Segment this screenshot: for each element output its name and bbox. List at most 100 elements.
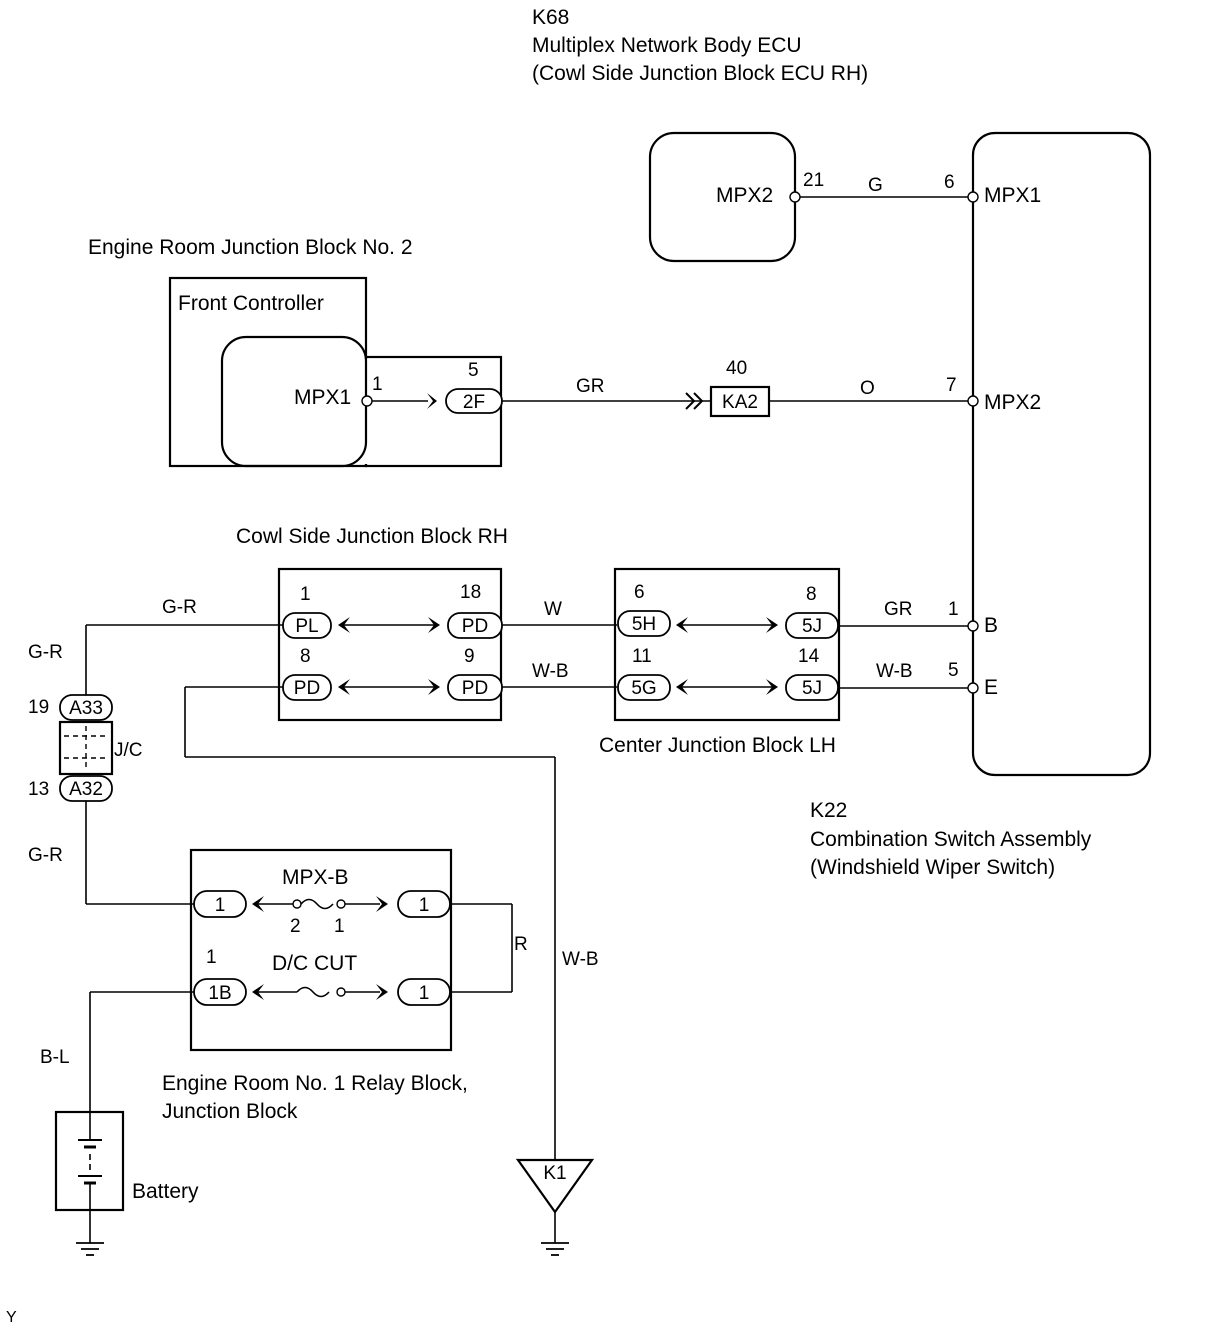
wire-g-label: G	[868, 175, 883, 196]
ka2-chevrons	[685, 392, 704, 410]
k22-pin-6-label: 6	[944, 172, 955, 193]
k68-terminal-mpx2: MPX2	[716, 184, 773, 207]
connector-5h-label: 5H	[632, 614, 656, 635]
center-jb-box	[613, 567, 841, 722]
footer-mark: Y	[6, 1309, 17, 1326]
connector-5g	[617, 674, 671, 701]
engine-room-jb2-title: Engine Room Junction Block No. 2	[88, 236, 413, 259]
mpxb-left-connector-label: 1	[215, 895, 226, 916]
dccut-fuse-icon	[296, 986, 330, 998]
jc-box	[58, 720, 114, 776]
connector-5j-14-label: 5J	[802, 678, 822, 699]
k22-code: K22	[810, 799, 847, 822]
wire-gr-b-label: GR	[884, 599, 913, 620]
jc-pin-13: 13	[28, 779, 49, 800]
dccut-fuse-label: D/C CUT	[272, 952, 357, 975]
connector-2f-label: 2F	[463, 392, 485, 413]
center-pin-6: 6	[634, 582, 645, 603]
front-controller-pin-1	[361, 395, 373, 407]
cowl-side-jb-title: Cowl Side Junction Block RH	[236, 525, 508, 548]
k68-location: (Cowl Side Junction Block ECU RH)	[532, 62, 868, 85]
mpxb-pin-1: 1	[334, 916, 345, 937]
k68-name: Multiplex Network Body ECU	[532, 34, 802, 57]
k22-switch-box	[971, 131, 1152, 777]
connector-pl-label: PL	[295, 616, 318, 637]
connector-ka2-label: KA2	[722, 392, 758, 413]
k22-terminal-mpx1: MPX1	[984, 184, 1041, 207]
connector-2f-pin: 5	[468, 360, 479, 381]
k22-terminal-mpx2: MPX2	[984, 391, 1041, 414]
cowl-side-jb-box	[277, 567, 503, 722]
relay-block-title-1: Engine Room No. 1 Relay Block,	[162, 1072, 468, 1095]
wire-wb-ground-label: W-B	[562, 949, 599, 970]
cowl-pin-1: 1	[300, 584, 311, 605]
k22-terminal-e: E	[984, 676, 998, 699]
connector-pd-9-label: PD	[462, 678, 488, 699]
center-jb-title: Center Junction Block LH	[599, 734, 836, 757]
wire-gr-lower-label: G-R	[28, 845, 63, 866]
jc-label: J/C	[114, 740, 143, 761]
cowl-pin-8: 8	[300, 646, 311, 667]
connector-ka2-pin: 40	[726, 358, 747, 379]
connector-arrow-2f	[427, 393, 437, 409]
connector-a33	[59, 694, 113, 721]
relay-block-box	[189, 848, 453, 1052]
wire-r-label: R	[514, 934, 528, 955]
k22-location: (Windshield Wiper Switch)	[810, 856, 1055, 879]
wire-o-label: O	[860, 378, 875, 399]
wire-wb-e-label: W-B	[876, 661, 913, 682]
k22-pin-1	[967, 620, 979, 632]
k22-name: Combination Switch Assembly	[810, 828, 1092, 851]
battery-icon	[78, 1112, 102, 1210]
k22-pin-7-label: 7	[946, 375, 957, 396]
connector-pd-8-label: PD	[294, 678, 320, 699]
dccut-left-connector-label: 1B	[208, 983, 231, 1004]
wire-gr-left-label: G-R	[28, 642, 63, 663]
mpxb-left-connector	[193, 890, 247, 918]
wire-bl-label: B-L	[40, 1047, 70, 1068]
connector-5j-14	[785, 674, 839, 701]
k22-pin-7	[967, 395, 979, 407]
wire-w-label: W	[544, 599, 562, 620]
k1-ground-icon	[541, 1242, 569, 1256]
mpxb-pin-2: 2	[290, 916, 301, 937]
k22-pin-5-label: 5	[948, 660, 959, 681]
relay-block-title-2: Junction Block	[162, 1100, 298, 1123]
k68-pin-21	[789, 191, 801, 203]
k68-code: K68	[532, 6, 569, 29]
connector-5g-label: 5G	[631, 678, 656, 699]
mpxb-fuse-label: MPX-B	[282, 866, 349, 889]
dccut-pin-1: 1	[206, 947, 217, 968]
center-pin-11: 11	[632, 646, 652, 667]
ground-k1-label: K1	[543, 1163, 566, 1184]
wire-gr-front-label: GR	[576, 376, 605, 397]
wire-wb-label: W-B	[532, 661, 569, 682]
front-controller-label: Front Controller	[178, 292, 324, 315]
k22-pin-5	[967, 682, 979, 694]
mpxb-right-connector-label: 1	[419, 895, 430, 916]
k22-pin-6	[967, 191, 979, 203]
cowl-pin-9: 9	[464, 646, 475, 667]
k22-pin-1-label: 1	[948, 599, 959, 620]
connector-5j-8-label: 5J	[802, 616, 822, 637]
dccut-right-connector-label: 1	[419, 983, 430, 1004]
wire-gr-top-label: G-R	[162, 597, 197, 618]
battery-label: Battery	[132, 1180, 199, 1203]
connector-5j-8	[785, 612, 839, 639]
center-pin-14: 14	[798, 646, 820, 667]
center-pin-8: 8	[806, 584, 817, 605]
connector-a33-label: A33	[69, 698, 103, 719]
cowl-pin-18: 18	[460, 582, 481, 603]
connector-5h	[617, 610, 671, 637]
k68-pin-21-label: 21	[803, 170, 824, 191]
connector-a32-label: A32	[69, 779, 103, 800]
ground-k1-triangle	[515, 1158, 595, 1214]
front-controller-pin-1-label: 1	[372, 374, 383, 395]
k22-terminal-b: B	[984, 614, 998, 637]
connector-pd-18-label: PD	[462, 616, 488, 637]
front-controller-terminal: MPX1	[294, 386, 351, 409]
battery-ground-icon	[76, 1242, 104, 1256]
jc-pin-19: 19	[28, 697, 49, 718]
mpxb-fuse-icon	[300, 898, 334, 910]
